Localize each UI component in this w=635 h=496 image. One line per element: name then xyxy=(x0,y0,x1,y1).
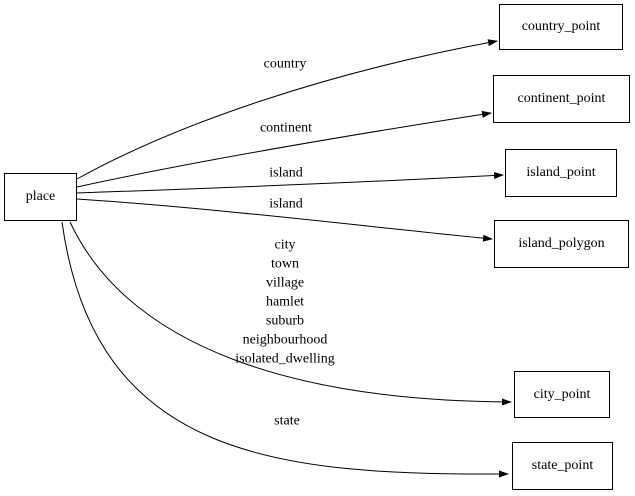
edge-label-city-types: city town village hamlet suburb neighbou… xyxy=(235,237,335,367)
node-island-point-label: island_point xyxy=(526,165,596,180)
node-city-point: city_point xyxy=(514,371,610,418)
edge-label-island-point: island xyxy=(269,165,303,181)
node-island-polygon: island_polygon xyxy=(494,220,629,268)
node-place: place xyxy=(4,173,77,221)
edge-label-state: state xyxy=(274,413,300,429)
edge-label-continent: continent xyxy=(259,120,313,136)
node-island-point: island_point xyxy=(505,149,617,197)
edge-place-island-point xyxy=(76,171,504,194)
node-state-point-label: state_point xyxy=(531,458,594,473)
node-country-point-label: country_point xyxy=(521,19,601,34)
node-city-point-label: city_point xyxy=(533,386,591,402)
node-state-point: state_point xyxy=(512,442,613,490)
edge-place-state-point xyxy=(61,221,509,478)
node-continent-point: continent_point xyxy=(493,75,630,123)
edge-place-continent-point xyxy=(76,110,492,188)
node-place-label: place xyxy=(25,189,56,204)
edge-label-country: country xyxy=(263,56,307,72)
edge-place-city-point xyxy=(69,221,512,406)
node-country-point: country_point xyxy=(499,4,623,50)
node-island-polygon-label: island_polygon xyxy=(518,236,605,251)
edge-place-island-polygon xyxy=(76,198,493,242)
edge-place-country-point xyxy=(76,39,498,180)
node-continent-point-label: continent_point xyxy=(517,91,606,106)
edge-label-island-polygon: island xyxy=(269,196,303,212)
